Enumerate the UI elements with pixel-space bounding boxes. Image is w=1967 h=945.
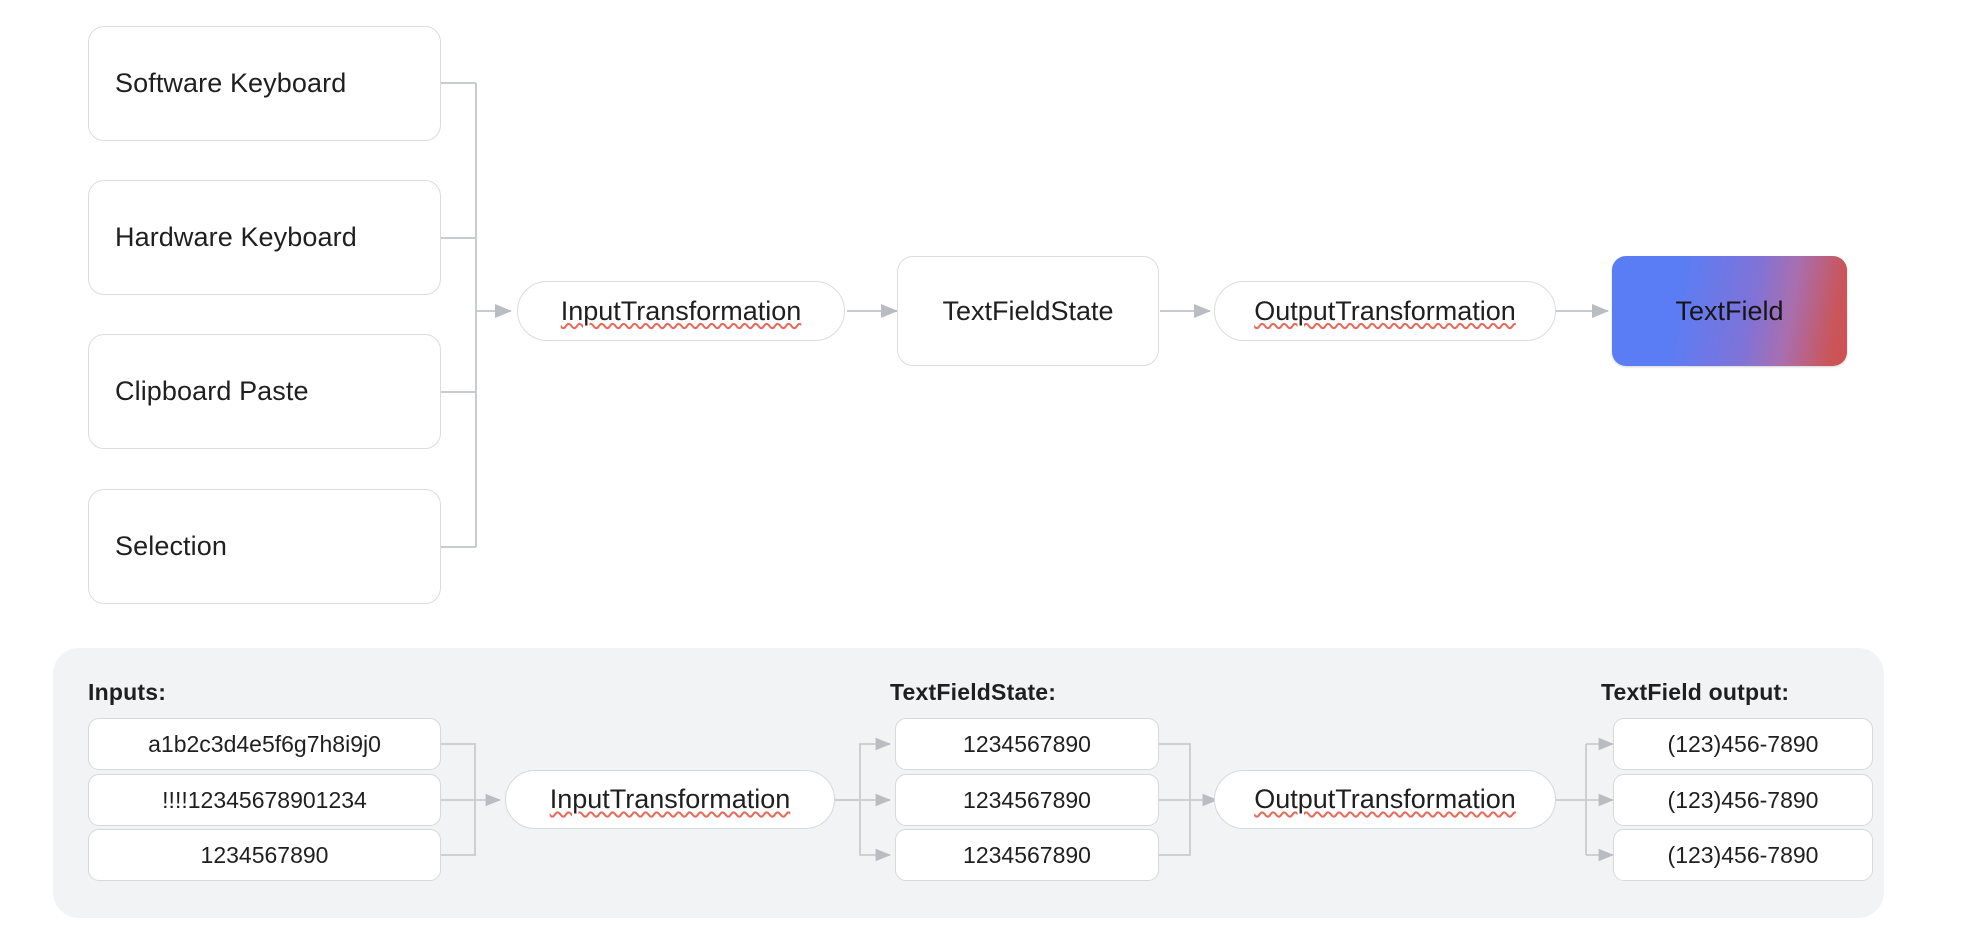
node-label: TextField bbox=[1675, 295, 1784, 326]
input-node-clipboard-paste[interactable]: Clipboard Paste bbox=[88, 334, 441, 449]
input-node-label: Hardware Keyboard bbox=[115, 222, 357, 252]
input-node-selection[interactable]: Selection bbox=[88, 489, 441, 604]
node-label: TextFieldState bbox=[942, 295, 1114, 326]
label-inputs: Inputs: bbox=[88, 679, 167, 705]
input-chip[interactable]: a1b2c3d4e5f6g7h8i9j0 bbox=[88, 718, 441, 770]
output-chip[interactable]: (123)456-7890 bbox=[1613, 829, 1873, 881]
state-chip-value: 1234567890 bbox=[963, 841, 1091, 868]
input-node-label: Software Keyboard bbox=[115, 68, 347, 98]
output-chip-value: (123)456-7890 bbox=[1667, 730, 1819, 757]
node-output-transformation[interactable]: OutputTransformation bbox=[1214, 281, 1556, 341]
state-chip[interactable]: 1234567890 bbox=[895, 774, 1159, 826]
node-label: OutputTransformation bbox=[1254, 295, 1516, 326]
input-chip[interactable]: 1234567890 bbox=[88, 829, 441, 881]
node-input-transformation[interactable]: InputTransformation bbox=[517, 281, 845, 341]
input-node-label: Selection bbox=[115, 531, 227, 561]
label-text-field-state: TextFieldState: bbox=[890, 679, 1057, 705]
input-node-software-keyboard[interactable]: Software Keyboard bbox=[88, 26, 441, 141]
state-chip[interactable]: 1234567890 bbox=[895, 718, 1159, 770]
node-label: InputTransformation bbox=[549, 784, 791, 814]
input-chip-value: !!!!12345678901234 bbox=[162, 786, 367, 813]
node-text-field-state[interactable]: TextFieldState bbox=[897, 256, 1159, 366]
output-chip-value: (123)456-7890 bbox=[1667, 841, 1819, 868]
input-node-label: Clipboard Paste bbox=[115, 376, 309, 406]
panel-node-input-transformation[interactable]: InputTransformation bbox=[505, 770, 835, 829]
node-label: OutputTransformation bbox=[1254, 784, 1516, 814]
input-chip-value: a1b2c3d4e5f6g7h8i9j0 bbox=[148, 730, 381, 757]
state-chip[interactable]: 1234567890 bbox=[895, 829, 1159, 881]
label-text-field-output: TextField output: bbox=[1601, 679, 1790, 705]
input-node-hardware-keyboard[interactable]: Hardware Keyboard bbox=[88, 180, 441, 295]
node-label: InputTransformation bbox=[560, 295, 802, 326]
input-chip[interactable]: !!!!12345678901234 bbox=[88, 774, 441, 826]
input-chip-value: 1234567890 bbox=[200, 841, 329, 868]
output-chip[interactable]: (123)456-7890 bbox=[1613, 774, 1873, 826]
state-chip-value: 1234567890 bbox=[963, 786, 1091, 813]
output-chip[interactable]: (123)456-7890 bbox=[1613, 718, 1873, 770]
output-chip-value: (123)456-7890 bbox=[1667, 786, 1819, 813]
panel-node-output-transformation[interactable]: OutputTransformation bbox=[1214, 770, 1556, 829]
node-text-field[interactable]: TextField bbox=[1612, 256, 1847, 366]
state-chip-value: 1234567890 bbox=[963, 730, 1091, 757]
